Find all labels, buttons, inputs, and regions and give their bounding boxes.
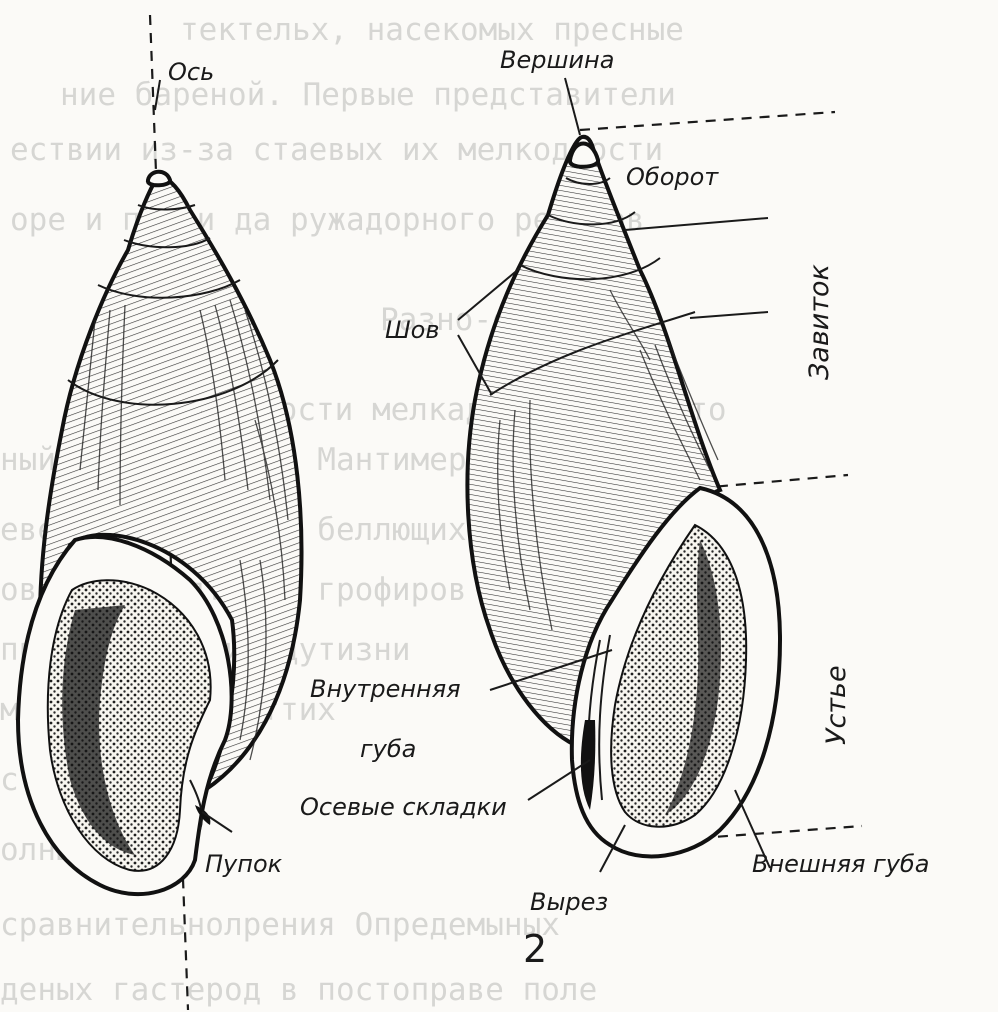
- label-apex: Вершина: [500, 46, 614, 74]
- label-axis: Ось: [168, 58, 214, 86]
- label-inner-lip-line2: губа: [360, 735, 416, 763]
- label-suture: Шов: [385, 316, 440, 344]
- label-whorl: Оборот: [626, 163, 719, 191]
- label-axial-folds: Осевые складки: [300, 793, 507, 821]
- svg-text:деных гастерод в постоправе по: деных гастерод в постоправе поле: [0, 972, 597, 1008]
- label-umbilicus: Пупок: [205, 850, 283, 878]
- spire-bottom-guide: [700, 475, 848, 488]
- label-notch: Вырез: [530, 888, 608, 916]
- label-inner-lip-line1: Внутренняя: [310, 675, 461, 703]
- label-spire: Завиток: [804, 263, 835, 380]
- label-outer-lip: Внешняя губа: [752, 850, 929, 878]
- figure-number-2: 2: [523, 927, 547, 971]
- label-aperture: Устье: [821, 665, 852, 745]
- suture-right-leader: [690, 312, 768, 318]
- svg-text:тектельх, насекомых пресные: тектельх, насекомых пресные: [180, 12, 684, 48]
- svg-text:сравнительнолрения Опредемыных: сравнительнолрения Опредемыных: [0, 907, 560, 943]
- shell-left-apex: [148, 172, 170, 186]
- whorl-leader: [625, 218, 768, 230]
- spire-top-guide: [580, 112, 835, 130]
